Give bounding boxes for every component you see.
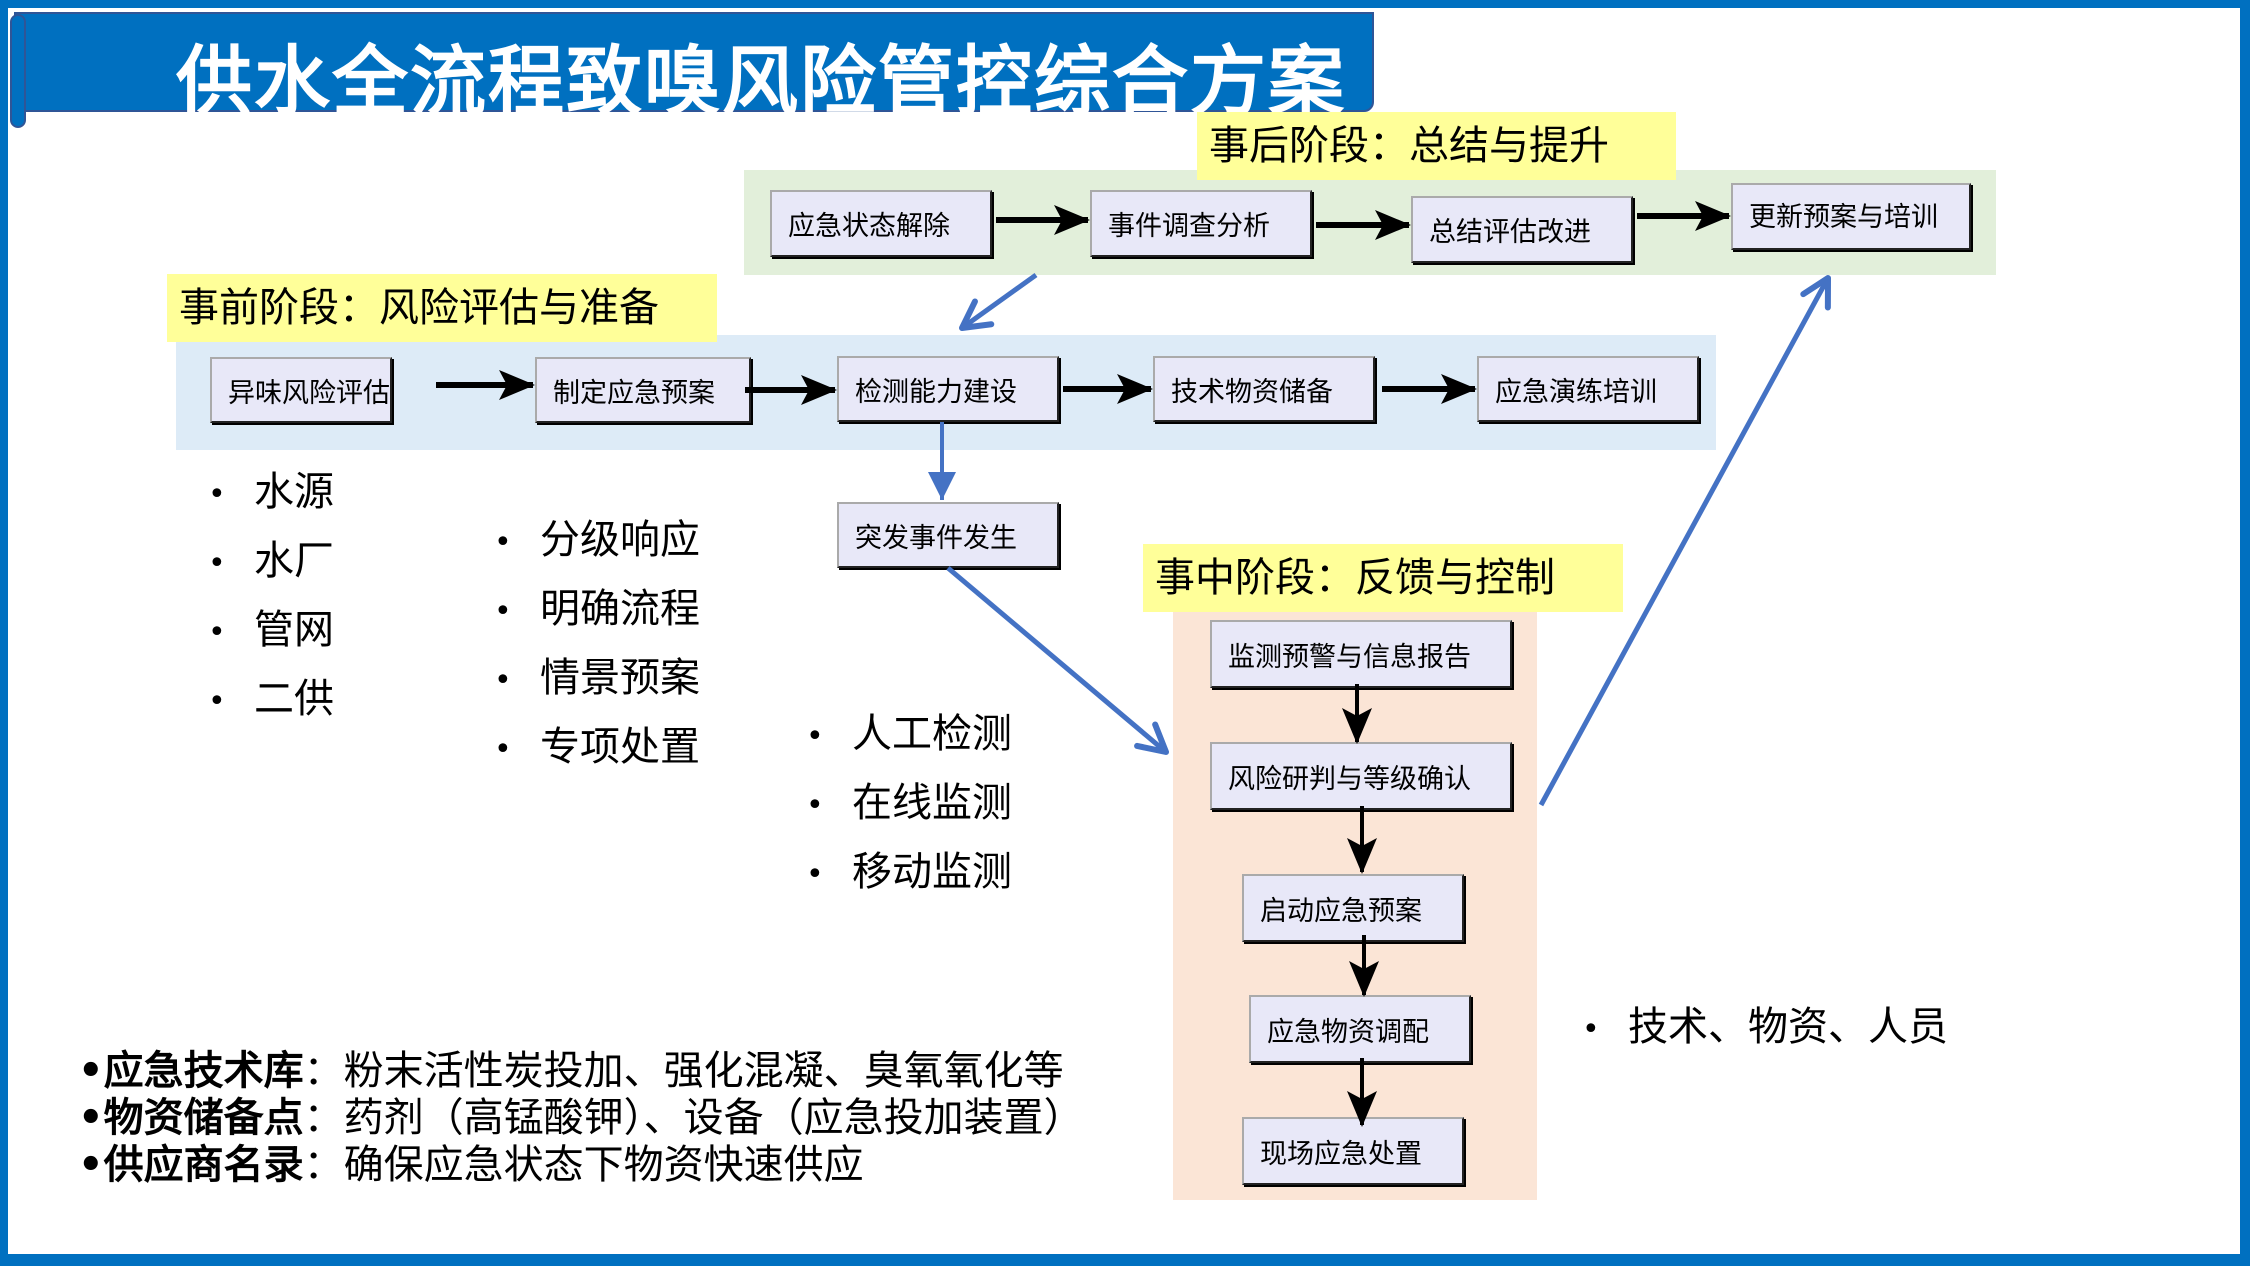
step-label: 总结评估改进: [1429, 217, 1591, 248]
during-step-2[interactable]: 风险研判与等级确认: [1210, 742, 1512, 810]
after-step-4[interactable]: 更新预案与培训: [1731, 183, 1971, 250]
during-step-4[interactable]: 应急物资调配: [1249, 995, 1471, 1063]
step-label: 技术物资储备: [1171, 376, 1333, 408]
trigger-event-box[interactable]: 突发事件发生: [837, 502, 1059, 568]
before-step-1[interactable]: 异味风险评估: [210, 357, 392, 423]
step-label: 制定应急预案: [553, 377, 715, 409]
step-label: 应急演练培训: [1495, 376, 1657, 408]
before-step-4[interactable]: 技术物资储备: [1153, 356, 1375, 422]
during-phase-label: 事中阶段：反馈与控制: [1143, 544, 1623, 612]
note-sep: ：: [303, 1048, 344, 1094]
after-step-2[interactable]: 事件调查分析: [1090, 190, 1312, 257]
note-row: •供应商名录：确保应急状态下物资快速供应: [78, 1142, 1084, 1189]
list-item: 水源: [208, 458, 334, 527]
note-value: 粉末活性炭投加、强化混凝、臭氧氧化等: [343, 1048, 1064, 1094]
after-phase-label: 事后阶段：总结与提升: [1197, 112, 1676, 180]
during-step-5[interactable]: 现场应急处置: [1242, 1117, 1464, 1185]
note-row: •物资储备点：药剂（高锰酸钾）、设备（应急投加装置）: [78, 1095, 1084, 1142]
before-step-5[interactable]: 应急演练培训: [1477, 356, 1699, 422]
step-label: 检测能力建设: [855, 376, 1017, 408]
page-title: 供水全流程致嗅风险管控综合方案: [176, 37, 1346, 126]
before-step-2[interactable]: 制定应急预案: [535, 357, 751, 423]
step-label: 事件调查分析: [1108, 211, 1270, 242]
list-item: 明确流程: [494, 575, 700, 644]
list-item: 移动监测: [806, 838, 1012, 907]
step-label: 应急物资调配: [1267, 1016, 1429, 1048]
list-item: 情景预案: [494, 644, 700, 713]
during-step-1[interactable]: 监测预警与信息报告: [1210, 620, 1512, 688]
during-step-3[interactable]: 启动应急预案: [1242, 874, 1464, 942]
step-label: 异味风险评估: [228, 377, 390, 409]
note-key: •应急技术库: [78, 1048, 304, 1094]
list-item: 二供: [208, 665, 334, 734]
step-label: 现场应急处置: [1260, 1138, 1422, 1170]
risk-scope-list: 水源 水厂 管网 二供: [208, 458, 334, 734]
note-sep: ：: [303, 1095, 344, 1141]
list-item: 水厂: [208, 527, 334, 596]
before-phase-label: 事前阶段：风险评估与准备: [167, 274, 717, 342]
after-step-3[interactable]: 总结评估改进: [1411, 196, 1633, 263]
banner-scroll-roll: [10, 14, 26, 128]
note-key: •供应商名录: [78, 1142, 304, 1188]
note-value: 确保应急状态下物资快速供应: [343, 1142, 864, 1188]
list-item: 分级响应: [494, 506, 700, 575]
step-label: 启动应急预案: [1260, 895, 1422, 927]
step-label: 更新预案与培训: [1749, 202, 1938, 233]
plan-items-list: 分级响应 明确流程 情景预案 专项处置: [494, 506, 700, 782]
step-label: 风险研判与等级确认: [1228, 763, 1471, 795]
step-label: 突发事件发生: [855, 522, 1017, 554]
note-key: •物资储备点: [78, 1095, 304, 1141]
step-label: 监测预警与信息报告: [1228, 641, 1471, 673]
resources-list: 技术、物资、人员: [1582, 993, 1948, 1062]
before-step-3[interactable]: 检测能力建设: [837, 356, 1059, 422]
list-item: 技术、物资、人员: [1582, 993, 1948, 1062]
list-item: 人工检测: [806, 700, 1012, 769]
note-value: 药剂（高锰酸钾）、设备（应急投加装置）: [343, 1095, 1084, 1141]
list-item: 在线监测: [806, 769, 1012, 838]
resource-notes: •应急技术库：粉末活性炭投加、强化混凝、臭氧氧化等 •物资储备点：药剂（高锰酸钾…: [78, 1048, 1084, 1189]
detection-list: 人工检测 在线监测 移动监测: [806, 700, 1012, 907]
list-item: 管网: [208, 596, 334, 665]
list-item: 专项处置: [494, 713, 700, 782]
after-step-1[interactable]: 应急状态解除: [770, 190, 992, 257]
note-row: •应急技术库：粉末活性炭投加、强化混凝、臭氧氧化等: [78, 1048, 1084, 1095]
note-sep: ：: [303, 1142, 344, 1188]
title-banner: 供水全流程致嗅风险管控综合方案: [14, 12, 1374, 126]
step-label: 应急状态解除: [788, 211, 950, 242]
